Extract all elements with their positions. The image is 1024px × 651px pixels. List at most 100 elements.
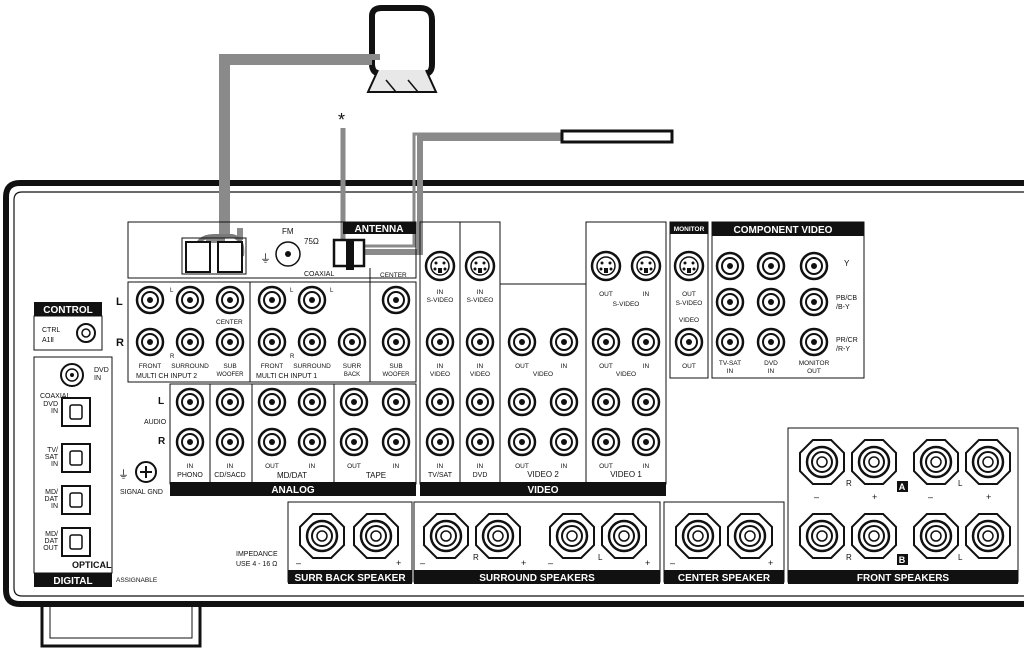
cen-plus: + xyxy=(768,558,773,568)
rca-jack-audio-r-0[interactable] xyxy=(175,427,205,457)
front-a-label: A xyxy=(899,482,906,492)
antenna-title: ANTENNA xyxy=(355,224,404,235)
audio-l-jack-4[interactable] xyxy=(591,387,621,417)
audio-l-jack-1[interactable] xyxy=(465,387,495,417)
comp-col1-b: IN xyxy=(727,368,734,375)
rca-jack-mid-2[interactable] xyxy=(215,327,245,357)
component-jack-1-0[interactable] xyxy=(715,287,745,317)
svideo-jack-dvd[interactable] xyxy=(464,250,496,282)
speaker-terminal-6[interactable] xyxy=(675,513,721,559)
rca-jack-mid-5[interactable] xyxy=(337,327,367,357)
component-jack-0-1[interactable] xyxy=(756,251,786,281)
ground-symbol: ⏚ xyxy=(118,468,129,481)
audio-r-jack-3[interactable] xyxy=(549,427,579,457)
optical-port-3[interactable] xyxy=(61,527,91,557)
component-jack-1-1[interactable] xyxy=(756,287,786,317)
rca-jack-top-3[interactable] xyxy=(257,285,287,315)
v-video-v1: VIDEO xyxy=(616,371,636,378)
svideo-jack-video1-out[interactable] xyxy=(590,250,622,282)
front-a-terminal-1[interactable] xyxy=(851,439,897,485)
video-jack-monitor-out[interactable] xyxy=(674,327,704,357)
component-jack-2-0[interactable] xyxy=(715,327,745,357)
rca-jack-center-in[interactable] xyxy=(381,285,411,315)
rca-jack-audio-r-2[interactable] xyxy=(257,427,287,457)
component-jack-1-2[interactable] xyxy=(799,287,829,317)
audio-l-jack-3[interactable] xyxy=(549,387,579,417)
video-jack-2[interactable] xyxy=(507,327,537,357)
sur-l: L xyxy=(598,553,603,562)
sub-label-1: SUB xyxy=(223,363,236,370)
rca-jack-mid-0[interactable] xyxy=(135,327,165,357)
front-a-terminal-0[interactable] xyxy=(799,439,845,485)
rca-jack-top-2[interactable] xyxy=(215,285,245,315)
front-b-terminal-3[interactable] xyxy=(965,513,1011,559)
rca-jack-audio-l-0[interactable] xyxy=(175,387,205,417)
optical-port-2[interactable] xyxy=(61,485,91,515)
component-jack-0-0[interactable] xyxy=(715,251,745,281)
video-jack-5[interactable] xyxy=(631,327,661,357)
md-in-label: IN xyxy=(309,463,316,470)
small-r-2: R xyxy=(290,354,295,360)
audio-l-jack-5[interactable] xyxy=(631,387,661,417)
audio-r-jack-2[interactable] xyxy=(507,427,537,457)
svideo-jack-tvsat[interactable] xyxy=(424,250,456,282)
rca-jack-audio-l-3[interactable] xyxy=(297,387,327,417)
optical-port-1[interactable] xyxy=(61,443,91,473)
ctrl-a1-jack[interactable] xyxy=(76,323,96,343)
rca-jack-audio-l-2[interactable] xyxy=(257,387,287,417)
v-video-v2: VIDEO xyxy=(533,371,553,378)
speaker-terminal-3[interactable] xyxy=(475,513,521,559)
audio-l-jack-0[interactable] xyxy=(425,387,455,417)
video2-label: VIDEO 2 xyxy=(527,470,559,479)
audio-l-jack-2[interactable] xyxy=(507,387,537,417)
rca-jack-mid-6[interactable] xyxy=(381,327,411,357)
speaker-terminal-7[interactable] xyxy=(727,513,773,559)
assignable-label: ASSIGNABLE xyxy=(116,577,158,584)
sub-label-2: SUB xyxy=(389,363,402,370)
svideo-jack-video1-in[interactable] xyxy=(630,250,662,282)
tape-in-label: IN xyxy=(393,463,400,470)
rca-jack-mid-3[interactable] xyxy=(257,327,287,357)
component-jack-2-1[interactable] xyxy=(756,327,786,357)
optical-port-0[interactable] xyxy=(61,397,91,427)
audio-r-jack-4[interactable] xyxy=(591,427,621,457)
woofer-label-2: WOOFER xyxy=(383,372,411,378)
fm-wire-antenna xyxy=(560,129,674,144)
svideo-jack-monitor-out[interactable] xyxy=(673,250,705,282)
rca-jack-audio-l-4[interactable] xyxy=(339,387,369,417)
front-a-terminal-2[interactable] xyxy=(913,439,959,485)
rca-jack-mid-1[interactable] xyxy=(175,327,205,357)
rca-jack-top-4[interactable] xyxy=(297,285,327,315)
rca-jack-audio-r-5[interactable] xyxy=(381,427,411,457)
rca-jack-top-1[interactable] xyxy=(175,285,205,315)
speaker-terminal-5[interactable] xyxy=(601,513,647,559)
speaker-terminal-1[interactable] xyxy=(353,513,399,559)
rca-jack-top-0[interactable] xyxy=(135,285,165,315)
video-jack-4[interactable] xyxy=(591,327,621,357)
speaker-terminal-2[interactable] xyxy=(423,513,469,559)
front-b-terminal-1[interactable] xyxy=(851,513,897,559)
audio-r-jack-0[interactable] xyxy=(425,427,455,457)
video-jack-1[interactable] xyxy=(465,327,495,357)
front-b-terminal-0[interactable] xyxy=(799,513,845,559)
audio-r-jack-1[interactable] xyxy=(465,427,495,457)
rca-jack-audio-r-3[interactable] xyxy=(297,427,327,457)
speaker-terminal-4[interactable] xyxy=(549,513,595,559)
rca-jack-mid-4[interactable] xyxy=(297,327,327,357)
rca-jack-audio-l-1[interactable] xyxy=(215,387,245,417)
front-a-terminal-3[interactable] xyxy=(965,439,1011,485)
audio-r-jack-5[interactable] xyxy=(631,427,661,457)
front-b-terminal-2[interactable] xyxy=(913,513,959,559)
rca-jack-audio-r-4[interactable] xyxy=(339,427,369,457)
rca-jack-audio-l-5[interactable] xyxy=(381,387,411,417)
rca-jack-audio-r-1[interactable] xyxy=(215,427,245,457)
video-jack-0[interactable] xyxy=(425,327,455,357)
video-jack-3[interactable] xyxy=(549,327,579,357)
speaker-terminal-0[interactable] xyxy=(299,513,345,559)
component-jack-2-2[interactable] xyxy=(799,327,829,357)
surr-label: SURR xyxy=(343,363,362,370)
component-jack-0-2[interactable] xyxy=(799,251,829,281)
monitor-title: MONITOR xyxy=(674,226,705,233)
